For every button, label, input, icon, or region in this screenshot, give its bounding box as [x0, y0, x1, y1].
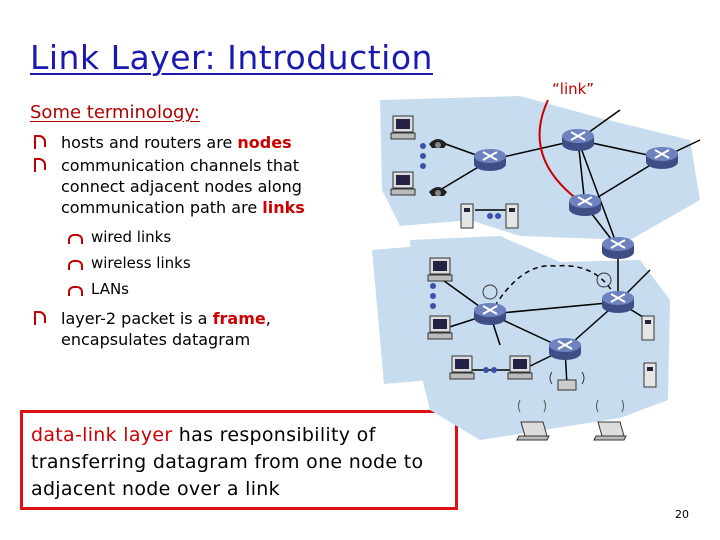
bullet-text: layer-2 packet is a [61, 309, 213, 328]
router-icon [601, 290, 635, 314]
sub-bullet-text: LANs [91, 280, 129, 298]
pc-icon [427, 315, 453, 340]
bullet-text: , encapsulates datagram [61, 309, 271, 349]
bullet-marker-icon [34, 311, 46, 325]
slide-subtitle: Some terminology: [30, 102, 200, 123]
link-callout-arrow [538, 99, 586, 206]
sub-bullet-wireless: wireless links [26, 250, 366, 276]
slide-title: Link Layer: Introduction [30, 38, 433, 77]
link-callout-label: “link” [552, 80, 595, 98]
network-region-left [372, 246, 430, 384]
ellipsis-dots [420, 143, 501, 373]
pc-icon [427, 257, 453, 282]
router-icon [473, 302, 507, 326]
sub-bullet-marker-icon [68, 234, 83, 244]
sub-bullet-marker-icon [68, 260, 83, 270]
term-nodes: nodes [237, 133, 292, 152]
bullet-marker-icon [34, 158, 46, 172]
server-icon [460, 203, 474, 229]
router-icon [473, 148, 507, 172]
dashed-wireless-link [489, 264, 619, 315]
bullet-text: communication channels that connect adja… [61, 156, 302, 217]
bullet-text: hosts and routers are [61, 133, 238, 152]
router-icon [561, 128, 595, 152]
pc-icon [390, 171, 416, 196]
bullet-nodes: hosts and routers are nodes [26, 132, 366, 153]
laptop-icon [593, 421, 627, 441]
router-icon [568, 193, 602, 217]
wireless-link-icon [596, 272, 612, 288]
bullet-links: communication channels that connect adja… [26, 155, 366, 218]
wireless-link-icon [482, 284, 498, 300]
sub-bullet-wired: wired links [26, 224, 366, 250]
definition-text: has responsibility of transferring datag… [31, 424, 424, 500]
network-diagram [372, 96, 701, 441]
bullet-frame: layer-2 packet is a frame, encapsulates … [26, 308, 366, 350]
server-icon [643, 362, 657, 388]
page-number: 20 [675, 508, 689, 521]
term-data-link-layer: data-link layer [31, 424, 173, 446]
router-icon [548, 337, 582, 361]
sub-bullet-lans: LANs [26, 276, 366, 302]
pc-icon [449, 355, 475, 380]
router-icon [601, 236, 635, 260]
sub-bullet-text: wireless links [91, 254, 191, 272]
wireless-access-point-icon [557, 379, 577, 391]
pc-icon [507, 355, 533, 380]
bullet-marker-icon [34, 135, 46, 149]
sub-bullet-marker-icon [68, 286, 83, 296]
sub-bullet-text: wired links [91, 228, 172, 246]
server-icon [641, 315, 655, 341]
definition-box: data-link layer has responsibility of tr… [20, 410, 458, 510]
server-icon [505, 203, 519, 229]
term-frame: frame [212, 309, 266, 328]
network-region-upper [380, 96, 700, 240]
pc-icon [390, 115, 416, 140]
router-icon [645, 146, 679, 170]
terminology-list: hosts and routers are nodes communicatio… [26, 132, 366, 352]
term-links: links [262, 198, 305, 217]
